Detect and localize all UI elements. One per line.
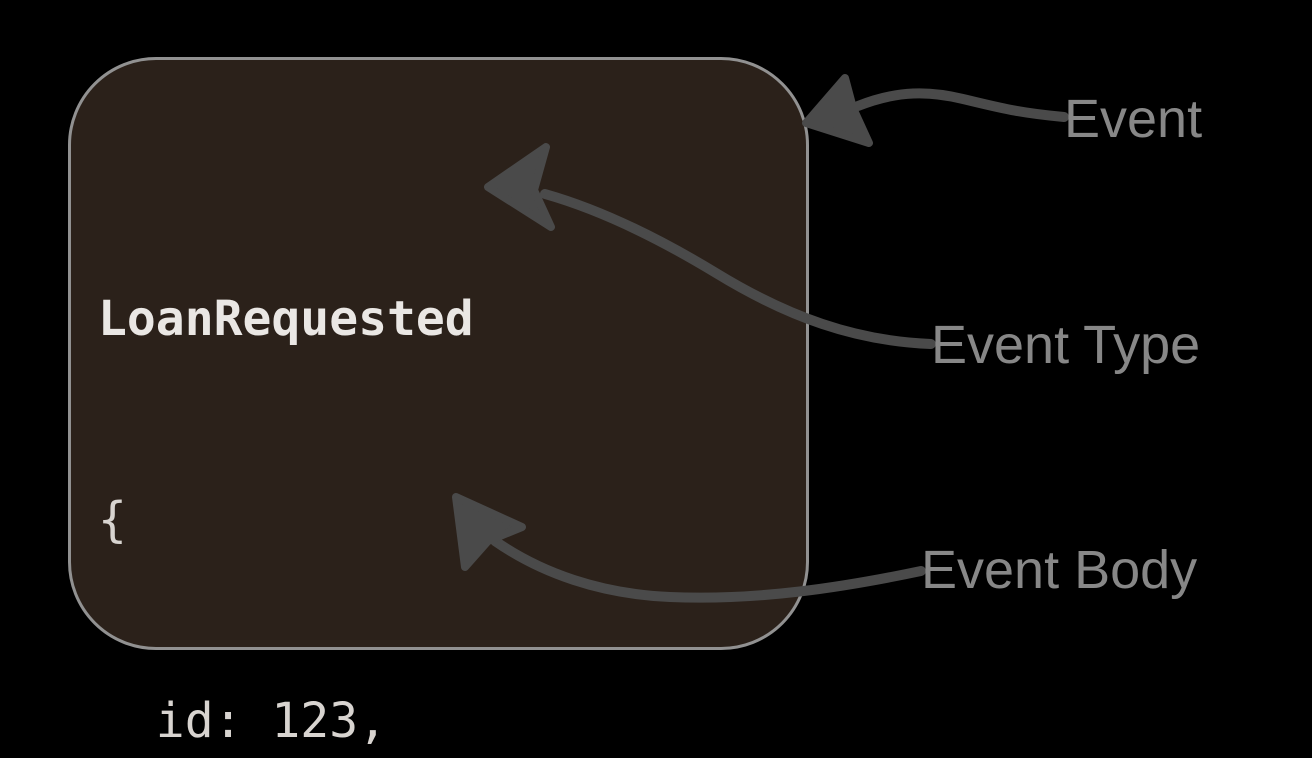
event-type-name: LoanRequested: [98, 291, 474, 347]
code-line: id: 123,: [98, 693, 387, 749]
label-event-type: Event Type: [931, 315, 1201, 375]
label-event-body: Event Body: [921, 540, 1198, 600]
event-card: LoanRequested { id: 123, amount: 100, bo…: [68, 57, 809, 749]
event-code-block: LoanRequested { id: 123, amount: 100, bo…: [98, 152, 763, 758]
label-event: Event: [1064, 89, 1203, 149]
event-arrow: [802, 74, 1069, 147]
code-line: {: [98, 492, 127, 548]
